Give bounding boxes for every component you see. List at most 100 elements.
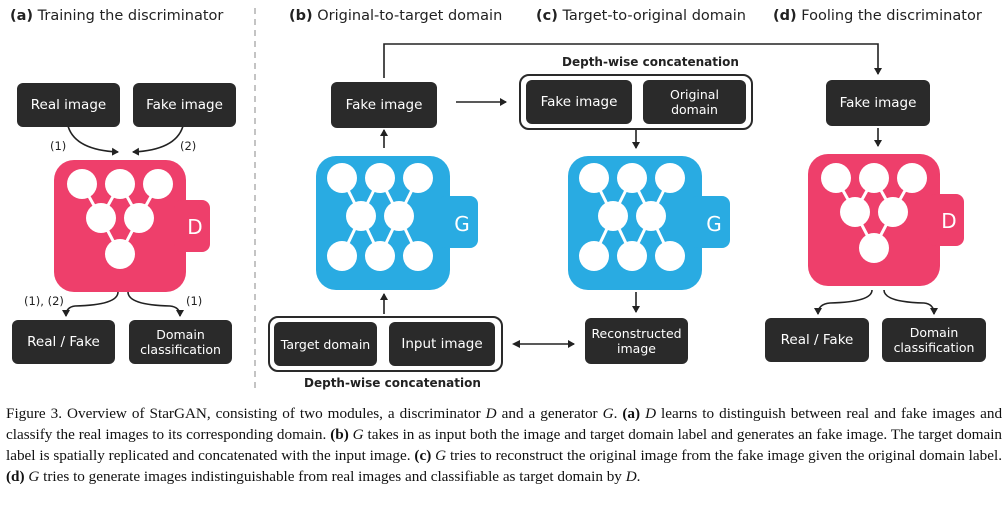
network-label: G <box>454 212 470 236</box>
caption-b-g: G <box>352 426 364 443</box>
network-node <box>821 163 851 193</box>
d-domain-classification-box: Domain classification <box>882 318 986 362</box>
network-node <box>327 163 357 193</box>
discriminator-network-a: D <box>54 160 210 292</box>
a-fake-image-box: Fake image <box>133 83 236 127</box>
panel-text-d: Fooling the discriminator <box>801 8 982 24</box>
panel-title-d: (d) Fooling the discriminator <box>773 8 982 24</box>
caption-c-label: (c) <box>414 447 432 464</box>
network-node <box>617 241 647 271</box>
network-node <box>365 163 395 193</box>
a-real-image-box: Real image <box>17 83 120 127</box>
figure-caption: Figure 3. Overview of StarGAN, consistin… <box>6 405 1003 485</box>
network-node <box>579 241 609 271</box>
panel-title-c: (c) Target-to-original domain <box>536 8 746 24</box>
network-node <box>859 233 889 263</box>
panel-text-c: Target-to-original domain <box>562 8 746 24</box>
arrow-d-to-domain <box>127 291 184 317</box>
panel-letter-a: (a) <box>10 8 34 24</box>
network-node <box>878 197 908 227</box>
network-node <box>384 201 414 231</box>
caption-a-d: D <box>645 405 657 422</box>
network-label: D <box>187 215 202 239</box>
annot-1-2: (1), (2) <box>24 294 64 308</box>
caption-a-text: learns to distinguish between real and f… <box>6 405 1003 443</box>
arrow-input-recon-head <box>512 340 520 348</box>
arrow-d-to-realfake <box>62 291 119 317</box>
caption-end-d: D <box>625 468 637 485</box>
network-node <box>579 163 609 193</box>
arrow-real-to-d <box>67 125 119 156</box>
arrow-fake-to-d <box>132 125 184 156</box>
c-reconstructed-image-box: Reconstructed image <box>585 318 688 364</box>
caption-prefix: Figure 3. Overview of StarGAN, consistin… <box>6 405 481 422</box>
network-node <box>655 163 685 193</box>
network-tab <box>690 196 730 248</box>
b-target-domain-box: Target domain <box>274 322 377 366</box>
c-fake-image-box: Fake image <box>526 80 632 124</box>
b-concat-group <box>268 316 503 372</box>
network-node <box>365 241 395 271</box>
caption-d: D <box>485 405 497 422</box>
network-node <box>403 241 433 271</box>
network-label: D <box>941 209 956 233</box>
c-original-domain-box: Original domain <box>643 80 746 124</box>
network-node <box>636 201 666 231</box>
caption-g: G <box>602 405 614 422</box>
caption-c-text: tries to reconstruct the original image … <box>449 447 1002 464</box>
network-node <box>105 239 135 269</box>
network-node <box>143 169 173 199</box>
network-node <box>598 201 628 231</box>
network-node <box>124 203 154 233</box>
network-tab <box>438 196 478 248</box>
depthwise-label-bottom: Depth-wise concatenation <box>304 376 481 390</box>
network-node <box>327 241 357 271</box>
diagram-canvas: D G G D <box>54 8 964 392</box>
arrow-b-to-d <box>383 43 882 78</box>
caption-d-label: (d) <box>6 468 25 485</box>
b-fake-image-box: Fake image <box>331 82 437 128</box>
panel-letter-c: (c) <box>536 8 558 24</box>
network-tab <box>174 200 210 252</box>
network-node <box>840 197 870 227</box>
b-input-image-box: Input image <box>389 322 495 366</box>
network-tab <box>928 194 964 246</box>
caption-and-gen: and a generator <box>501 405 598 422</box>
panel-text-b: Original-to-target domain <box>317 8 503 24</box>
network-node <box>859 163 889 193</box>
network-node <box>897 163 927 193</box>
caption-b-text: takes in as input both the image and tar… <box>6 426 1003 464</box>
generator-network-b: G <box>316 156 478 290</box>
annot-1: (1) <box>50 139 67 153</box>
panel-title-a: (a) Training the discriminator <box>10 8 223 24</box>
network-label: G <box>706 212 722 236</box>
network-node <box>655 241 685 271</box>
caption-d-g: G <box>28 468 40 485</box>
caption-end: . <box>636 468 641 485</box>
network-node <box>67 169 97 199</box>
network-node <box>403 163 433 193</box>
caption-d-text: tries to generate images indistinguishab… <box>43 468 622 485</box>
c-concat-group <box>519 74 753 130</box>
arrow-d2-to-realfake <box>814 289 873 315</box>
a-real-fake-box: Real / Fake <box>12 320 115 364</box>
discriminator-network-d: D <box>808 154 964 286</box>
d-real-fake-box: Real / Fake <box>765 318 869 362</box>
network-node <box>86 203 116 233</box>
depthwise-label-top: Depth-wise concatenation <box>562 55 739 69</box>
panel-title-b: (b) Original-to-target domain <box>289 8 502 24</box>
arrow-d2-to-domain <box>883 289 938 315</box>
annot-1b: (1) <box>186 294 203 308</box>
d-fake-image-box: Fake image <box>826 80 930 126</box>
network-node <box>105 169 135 199</box>
a-domain-classification-box: Domain classification <box>129 320 232 364</box>
network-node <box>617 163 647 193</box>
panel-text-a: Training the discriminator <box>37 8 224 24</box>
caption-b-label: (b) <box>330 426 349 443</box>
network-node <box>346 201 376 231</box>
panel-letter-d: (d) <box>773 8 797 24</box>
generator-network-c: G <box>568 156 730 290</box>
caption-c-g: G <box>435 447 447 464</box>
annot-2: (2) <box>180 139 197 153</box>
